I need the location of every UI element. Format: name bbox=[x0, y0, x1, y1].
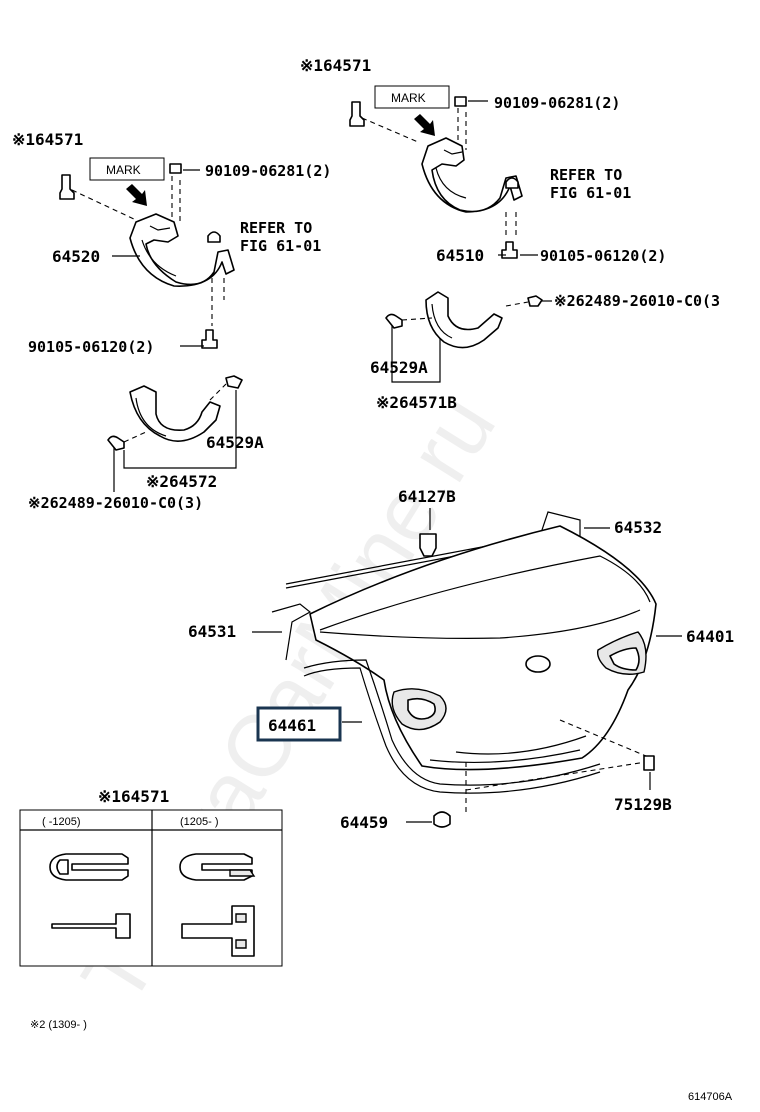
refer-left-1: REFER TO bbox=[240, 219, 312, 237]
mark-label-left: MARK bbox=[106, 163, 141, 177]
hinge-left-assembly: ※164571 MARK 90109-06281(2) 64520 REFER … bbox=[12, 130, 331, 356]
mark-arrow-left bbox=[126, 184, 147, 206]
clip-variant-table: ※164571 ( -1205) (1205- ) bbox=[19, 787, 283, 967]
label-64529A-left: 64529A bbox=[206, 433, 264, 452]
label-64532: 64532 bbox=[614, 518, 662, 537]
label-64461: 64461 bbox=[268, 716, 316, 735]
clip-old-end bbox=[51, 913, 131, 939]
highlight-box-64461 bbox=[256, 706, 342, 742]
bracket-right-assembly: ※262489-26010-C0(3 64529A ※264571B bbox=[370, 291, 720, 412]
clip-64127B bbox=[419, 533, 437, 557]
label-bolt-left: 90109-06281(2) bbox=[205, 162, 331, 180]
refer-right-1: REFER TO bbox=[550, 166, 622, 184]
label-64401: 64401 bbox=[686, 627, 734, 646]
label-64572: ※264572 bbox=[146, 472, 217, 491]
label-clip-right: ※262489-26010-C0(3 bbox=[554, 292, 720, 310]
clip-left-b bbox=[225, 375, 243, 389]
label-64459: 64459 bbox=[340, 813, 388, 832]
hinge-64510 bbox=[421, 137, 523, 213]
clip-right-a bbox=[385, 313, 403, 329]
refer-left-2: FIG 61-01 bbox=[240, 237, 321, 255]
clip-64571-left bbox=[59, 174, 75, 200]
footnote: ※2 (1309- ) bbox=[30, 1019, 87, 1031]
bracket-64529A-right bbox=[425, 291, 503, 349]
table-col-left: ( -1205) bbox=[42, 816, 81, 828]
diagram-id: 614706A bbox=[688, 1091, 733, 1103]
screw-left bbox=[201, 329, 218, 349]
trunk-lid-assembly: 64127B 64532 64531 64461 64401 bbox=[188, 487, 734, 832]
bumper-64459 bbox=[433, 811, 451, 828]
stopper-75129B bbox=[643, 755, 655, 771]
mark-box-left bbox=[89, 157, 165, 181]
stud-right bbox=[505, 177, 519, 189]
bracket-left-assembly: 64529A ※264572 ※262489-26010-C0(3) bbox=[28, 375, 264, 512]
label-screw-left: 90105-06120(2) bbox=[28, 338, 154, 356]
label-64571-top-right: ※164571 bbox=[300, 56, 371, 75]
hinge-64520 bbox=[129, 213, 235, 287]
clip-64571-right bbox=[349, 101, 365, 127]
label-64571B: ※264571B bbox=[376, 393, 457, 412]
bracket-64529A-left bbox=[129, 385, 221, 442]
label-screw-right: 90105-06120(2) bbox=[540, 247, 666, 265]
hinge-right-assembly: ※164571 MARK 90109-06281(2) REFER TO FIG… bbox=[300, 56, 666, 265]
stud-left bbox=[207, 231, 221, 243]
clip-left-a bbox=[107, 435, 125, 451]
mark-label-right: MARK bbox=[391, 91, 426, 105]
mark-arrow-right bbox=[414, 114, 435, 136]
emblem bbox=[525, 655, 551, 673]
refer-right-2: FIG 61-01 bbox=[550, 184, 631, 202]
label-64520: 64520 bbox=[52, 247, 100, 266]
screw-right bbox=[501, 241, 518, 259]
table-col-right: (1205- ) bbox=[180, 816, 219, 828]
label-64571-top-left: ※164571 bbox=[12, 130, 83, 149]
mark-box-right bbox=[374, 85, 450, 109]
label-75129B: 75129B bbox=[614, 795, 672, 814]
label-64529A-right: 64529A bbox=[370, 358, 428, 377]
clip-old-side bbox=[49, 853, 129, 881]
bolt-right bbox=[454, 96, 467, 107]
clip-right-b bbox=[527, 295, 543, 307]
label-64510: 64510 bbox=[436, 246, 484, 265]
label-64127B: 64127B bbox=[398, 487, 456, 506]
bolt-left bbox=[169, 163, 182, 174]
label-clip-left: ※262489-26010-C0(3) bbox=[28, 494, 203, 512]
label-64571-table: ※164571 bbox=[98, 787, 169, 806]
label-64531: 64531 bbox=[188, 622, 236, 641]
support-rod-64531 bbox=[271, 603, 312, 661]
label-bolt-right: 90109-06281(2) bbox=[494, 94, 620, 112]
